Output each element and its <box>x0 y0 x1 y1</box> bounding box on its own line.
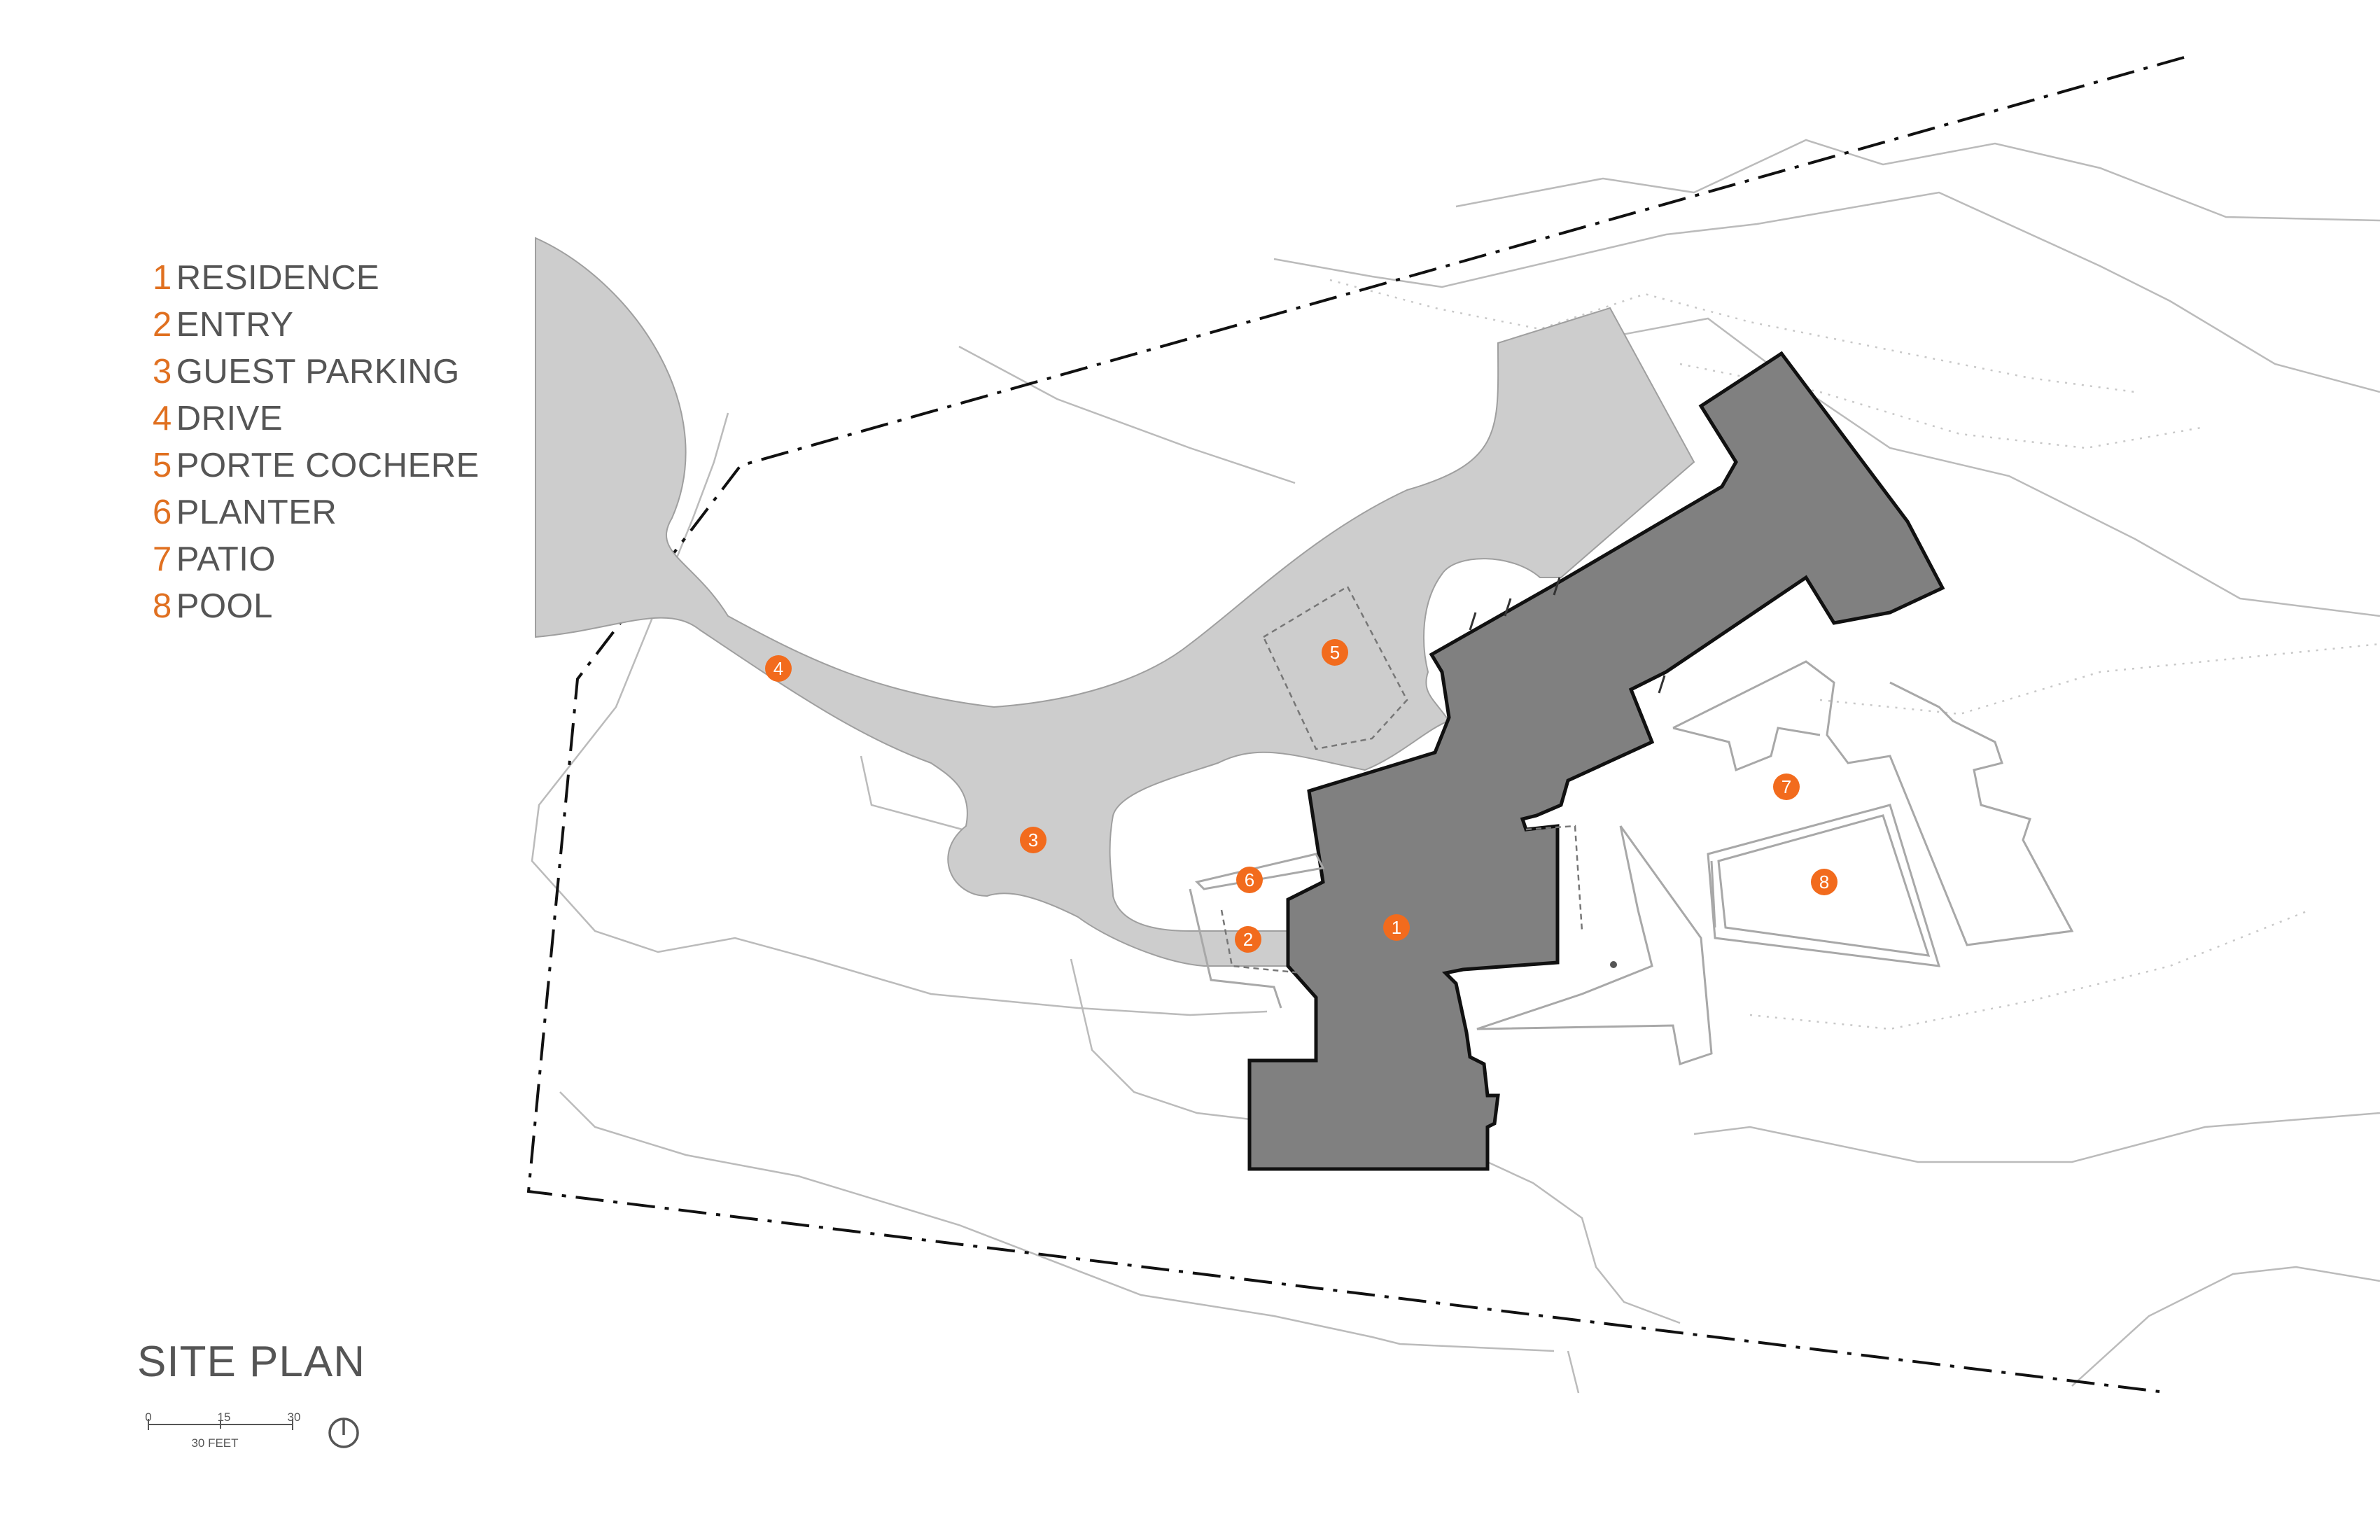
legend-label: GUEST PARKING <box>176 353 460 391</box>
legend-label: RESIDENCE <box>176 259 380 297</box>
marker-label: 3 <box>1028 830 1038 850</box>
porte-cochere-canopy <box>1262 585 1408 750</box>
legend-label: DRIVE <box>176 400 284 438</box>
contour-line <box>531 412 1268 1016</box>
legend-label: PATIO <box>176 540 276 578</box>
property-line <box>526 56 2185 1393</box>
marker-entry: 2 <box>1235 926 1261 953</box>
fixture-tick <box>1658 675 1666 694</box>
contour-line <box>1693 1112 2380 1163</box>
marker-label: 2 <box>1243 929 1253 950</box>
dotted-contours <box>1329 279 2380 1030</box>
fountain-icon <box>1610 961 1617 968</box>
contour-line <box>559 1091 1555 1352</box>
dotted-contour <box>1819 643 2380 715</box>
patio-outline <box>1672 727 1821 772</box>
marker-label: 4 <box>774 658 783 679</box>
legend-number: 1 <box>153 259 172 297</box>
legend-number: 5 <box>153 447 172 484</box>
contour-line <box>860 755 963 831</box>
entry-outline <box>1189 888 1282 1009</box>
contour-line <box>1567 1350 1580 1394</box>
fixture-tick <box>1553 577 1561 596</box>
marker-label: 6 <box>1245 869 1254 890</box>
legend-number: 4 <box>153 400 172 438</box>
legend-number: 6 <box>153 493 172 531</box>
marker-label: 7 <box>1782 776 1791 797</box>
legend-label: PLANTER <box>176 493 337 531</box>
scale-bar: 0 15 30 30 FEET <box>145 1410 300 1450</box>
legend-label: POOL <box>176 587 273 625</box>
legend-number: 3 <box>153 353 172 391</box>
scale-tick-label: 15 <box>218 1410 231 1424</box>
scale-bar-line <box>148 1419 293 1430</box>
scale-unit-label: 30 FEET <box>191 1436 238 1450</box>
marker-drive: 4 <box>765 655 792 682</box>
pool-inner-outline <box>1717 814 1931 957</box>
contour-lines <box>531 139 2380 1394</box>
drawing-title: SITE PLAN <box>137 1338 365 1386</box>
contour-line <box>958 345 1296 484</box>
marker-label: 5 <box>1330 642 1340 663</box>
marker-patio: 7 <box>1773 774 1800 800</box>
contour-line <box>1455 139 2380 222</box>
contour-line <box>1273 191 2380 393</box>
entry-outline <box>1195 853 1325 890</box>
marker-pool: 8 <box>1811 869 1837 895</box>
scale-tick-label: 0 <box>145 1410 151 1424</box>
residence-building <box>1247 351 1945 1171</box>
overhang-lines <box>1220 585 1583 974</box>
marker-label: 1 <box>1392 917 1401 938</box>
contour-line <box>2071 1266 2380 1387</box>
legend-label: ENTRY <box>176 306 294 344</box>
dotted-contour <box>1329 279 2136 393</box>
marker-label: 8 <box>1819 872 1829 892</box>
patio-outline <box>1672 660 2074 946</box>
drive-paving <box>535 237 1695 967</box>
north-arrow-icon <box>328 1418 359 1448</box>
fixtures <box>1469 577 1666 694</box>
fixture-tick <box>1469 612 1477 631</box>
outdoor-outlines <box>1189 660 2074 1065</box>
legend-number: 7 <box>153 540 172 578</box>
marker-porte-cochere: 5 <box>1322 639 1348 666</box>
contour-line <box>1539 317 2380 617</box>
patio-canopy <box>1525 825 1583 932</box>
marker-residence: 1 <box>1383 914 1410 941</box>
marker-planter: 6 <box>1236 867 1263 893</box>
pool-outline <box>1707 804 1941 967</box>
dotted-contour <box>1749 909 2311 1030</box>
legend-number: 2 <box>153 306 172 344</box>
marker-guest-parking: 3 <box>1020 827 1046 853</box>
fixture-tick <box>1504 598 1512 617</box>
legend-number: 8 <box>153 587 172 625</box>
scale-tick-label: 30 <box>288 1410 301 1424</box>
legend-label: PORTE COCHERE <box>176 447 479 484</box>
area-markers: 1 2 3 4 5 6 7 8 <box>765 639 1837 953</box>
pool-edge <box>1710 860 1716 928</box>
patio-outline <box>1476 825 1713 1065</box>
